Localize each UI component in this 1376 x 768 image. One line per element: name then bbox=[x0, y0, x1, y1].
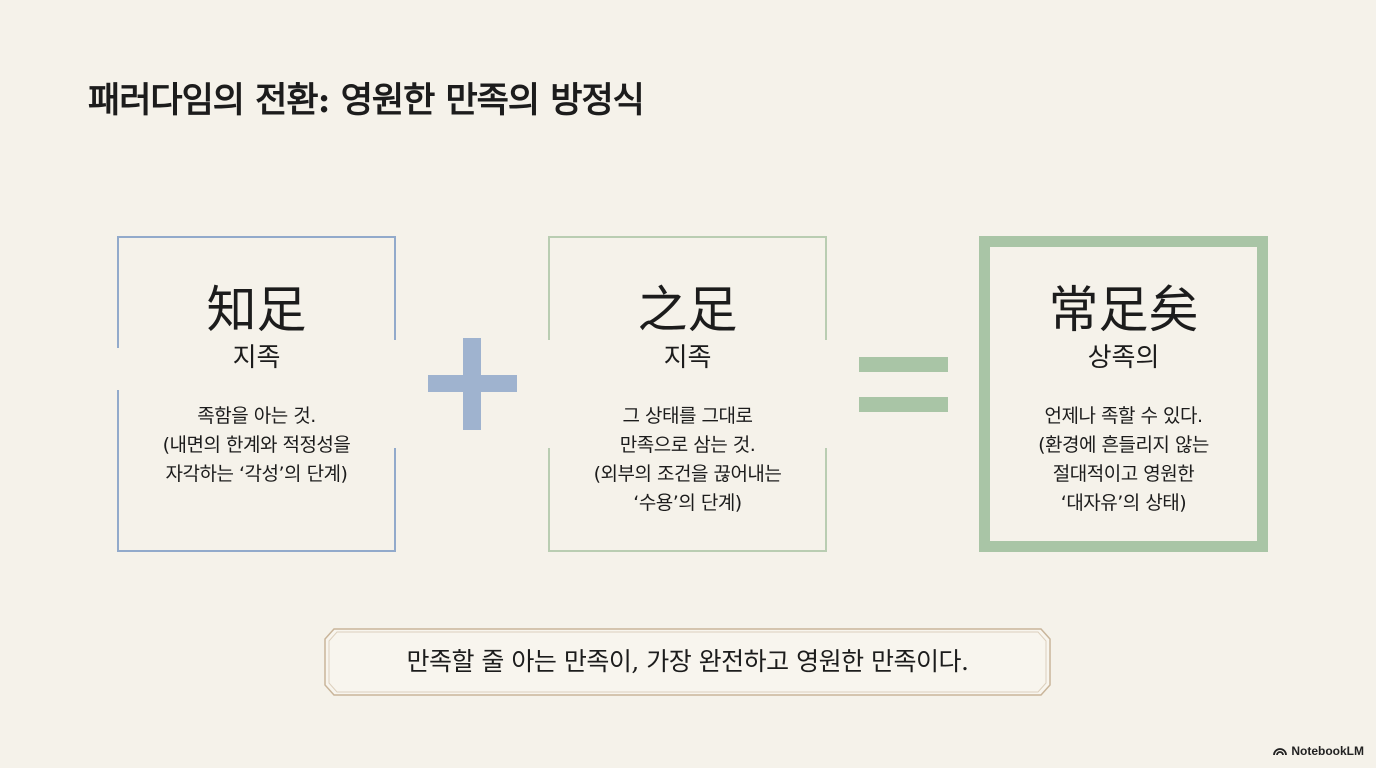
page-title: 패러다임의 전환: 영원한 만족의 방정식 bbox=[88, 80, 645, 121]
card-description: 족함을 아는 것. (내면의 한계와 적정성을 자각하는 ‘각성’의 단계) bbox=[162, 405, 351, 485]
card-hanja: 之足 bbox=[637, 281, 738, 339]
brand-label: NotebookLM bbox=[1291, 744, 1364, 758]
card-hanja: 知足 bbox=[206, 281, 307, 339]
brand-badge: NotebookLM bbox=[1273, 744, 1364, 758]
banner-text: 만족할 줄 아는 만족이, 가장 완전하고 영원한 만족이다. bbox=[406, 647, 969, 676]
card-description: 그 상태를 그대로 만족으로 삼는 것. (외부의 조건을 끊어내는 ‘수용’의… bbox=[593, 405, 782, 514]
card-hanja: 常足矣 bbox=[1048, 281, 1199, 339]
notebooklm-logo-icon bbox=[1273, 748, 1288, 756]
card-knowing: 知足 지족 족함을 아는 것. (내면의 한계와 적정성을 자각하는 ‘각성’의… bbox=[115, 236, 398, 552]
card-accepting: 之足 지족 그 상태를 그대로 만족으로 삼는 것. (외부의 조건을 끊어내는… bbox=[546, 236, 829, 552]
plus-icon bbox=[428, 338, 517, 430]
conclusion-banner: 만족할 줄 아는 만족이, 가장 완전하고 영원한 만족이다. bbox=[324, 628, 1051, 696]
banner-frame bbox=[324, 628, 1051, 696]
card-korean: 상족의 bbox=[1087, 343, 1160, 373]
card-eternal: 常足矣 상족의 언제나 족할 수 있다. (환경에 흔들리지 않는 절대적이고 … bbox=[979, 236, 1268, 552]
card-description: 언제나 족할 수 있다. (환경에 흔들리지 않는 절대적이고 영원한 ‘대자유… bbox=[1038, 405, 1209, 514]
card-korean: 지족 bbox=[232, 343, 281, 373]
card-korean: 지족 bbox=[663, 343, 712, 373]
equals-icon bbox=[859, 357, 948, 412]
